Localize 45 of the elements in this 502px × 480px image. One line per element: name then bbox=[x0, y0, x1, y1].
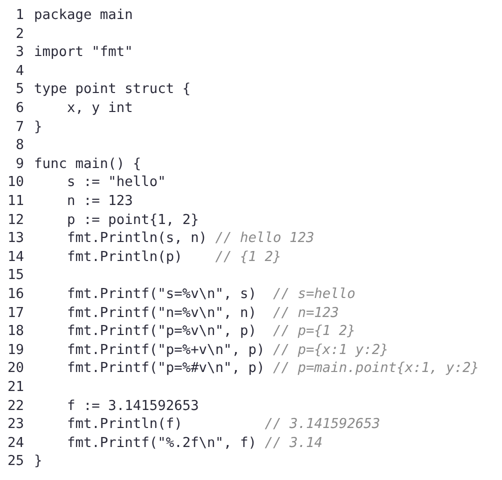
line-number: 17 bbox=[6, 304, 24, 321]
code-line: } bbox=[34, 453, 42, 470]
line-number: 15 bbox=[6, 267, 24, 284]
line-number: 21 bbox=[6, 379, 24, 395]
code-line: } bbox=[34, 118, 42, 135]
line-number: 25 bbox=[6, 453, 24, 470]
code-line: fmt.Printf("p=%v\n", p) // p={1 2} bbox=[66, 323, 356, 340]
code-line: x, y int bbox=[66, 100, 133, 116]
line-number: 8 bbox=[14, 137, 24, 154]
code-line: n := 123 bbox=[66, 193, 133, 209]
code-line: type point struct { bbox=[34, 81, 191, 98]
line-number: 4 bbox=[14, 62, 24, 79]
line-number: 16 bbox=[6, 286, 24, 302]
line-number: 20 bbox=[6, 360, 24, 376]
line-number: 13 bbox=[6, 230, 24, 246]
code-line: f := 3.141592653 bbox=[66, 398, 199, 414]
line-number: 2 bbox=[14, 26, 24, 42]
line-number: 6 bbox=[14, 100, 24, 116]
code-line: p := point{1, 2} bbox=[66, 212, 199, 228]
code-line: fmt.Printf("s=%v\n", s) // s=hello bbox=[66, 286, 356, 302]
code-line: fmt.Println(s, n) // hello 123 bbox=[66, 230, 314, 246]
code-line: fmt.Printf("p=%+v\n", p) // p={x:1 y:2} bbox=[66, 342, 388, 358]
code-line: import "fmt" bbox=[34, 44, 133, 60]
line-number: 9 bbox=[14, 156, 24, 172]
code-line: s := "hello" bbox=[66, 174, 166, 190]
code-line: fmt.Printf("%.2f\n", f) // 3.14 bbox=[66, 434, 322, 451]
line-number: 22 bbox=[6, 398, 24, 414]
code-line: fmt.Println(f) // 3.141592653 bbox=[66, 416, 380, 432]
line-number: 24 bbox=[6, 434, 24, 451]
code-line: fmt.Println(p) // {1 2} bbox=[66, 248, 282, 265]
line-number: 1 bbox=[14, 7, 24, 23]
code-line: fmt.Printf("p=%#v\n", p) // p=main.point{x:1, y:2} bbox=[66, 360, 479, 376]
line-number: 14 bbox=[6, 248, 24, 265]
line-number: 10 bbox=[6, 174, 24, 190]
code-line: fmt.Printf("n=%v\n", n) // n=123 bbox=[66, 304, 339, 321]
line-number: 19 bbox=[6, 342, 24, 358]
code-line: package main bbox=[34, 7, 133, 23]
line-number: 5 bbox=[14, 81, 24, 98]
line-number: 12 bbox=[6, 212, 24, 228]
line-number: 18 bbox=[6, 323, 24, 340]
line-number: 11 bbox=[6, 193, 24, 209]
code-line: func main() { bbox=[34, 156, 142, 172]
line-number: 7 bbox=[14, 118, 24, 135]
line-number: 23 bbox=[6, 416, 24, 432]
line-number: 3 bbox=[14, 44, 24, 60]
